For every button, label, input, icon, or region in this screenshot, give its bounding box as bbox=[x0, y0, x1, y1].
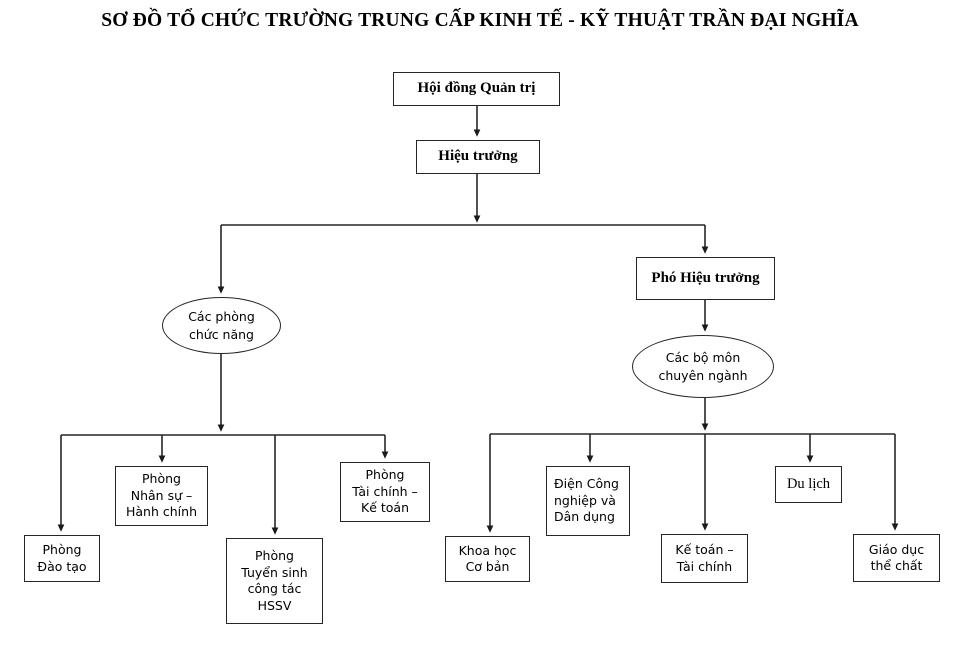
node-label-line: Phó Hiệu trưởng bbox=[651, 269, 760, 286]
node-ke-toan-tai-chinh[interactable]: Kế toán – Tài chính bbox=[661, 534, 748, 583]
node-label-line: HSSV bbox=[257, 597, 292, 613]
node-hoi-dong-quan-tri[interactable]: Hội đồng Quản trị bbox=[393, 72, 560, 106]
node-label-line: nghiệp và bbox=[554, 492, 616, 508]
node-label-line: Cơ bản bbox=[465, 559, 510, 574]
node-label-line: Các phòng bbox=[188, 309, 255, 324]
node-label-line: Phòng bbox=[365, 467, 405, 483]
node-label-line: Tài chính bbox=[676, 558, 733, 574]
node-giao-duc-the-chat[interactable]: Giáo dục thể chất bbox=[853, 534, 940, 582]
node-label-line: thể chất bbox=[870, 558, 923, 573]
node-pho-hieu-truong[interactable]: Phó Hiệu trưởng bbox=[636, 257, 775, 300]
node-label-line: Phòng bbox=[42, 542, 82, 557]
node-dien-cong-nghiep-va-dan-dung[interactable]: Điện Công nghiệp và Dân dụng bbox=[546, 466, 630, 536]
node-label-line: Kế toán bbox=[361, 500, 409, 516]
node-khoa-hoc-co-ban[interactable]: Khoa học Cơ bản bbox=[445, 536, 530, 582]
node-cac-bo-mon-chuyen-nganh[interactable]: Các bộ môn chuyên ngành bbox=[632, 335, 774, 398]
node-phong-dao-tao[interactable]: Phòng Đào tạo bbox=[24, 535, 100, 582]
node-label-line: chức năng bbox=[188, 326, 254, 342]
node-label-line: Dân dụng bbox=[554, 509, 615, 525]
node-label-line: Tuyển sinh bbox=[241, 564, 308, 580]
node-du-lich[interactable]: Du lịch bbox=[775, 466, 842, 503]
node-label-line: Khoa học bbox=[458, 542, 517, 558]
node-label-line: Hội đồng Quản trị bbox=[417, 80, 536, 97]
node-cac-phong-chuc-nang[interactable]: Các phòng chức năng bbox=[162, 297, 281, 354]
node-label-line: Hành chính bbox=[126, 504, 197, 520]
node-label-line: Giáo dục bbox=[868, 541, 925, 557]
node-phong-tai-chinh-ke-toan[interactable]: Phòng Tài chính – Kế toán bbox=[340, 462, 430, 522]
node-label-line: công tác bbox=[247, 581, 302, 596]
node-label-line: Nhân sự – bbox=[130, 487, 193, 503]
node-hieu-truong[interactable]: Hiệu trưởng bbox=[416, 140, 540, 174]
node-phong-nhan-su-hanh-chinh[interactable]: Phòng Nhân sự – Hành chính bbox=[115, 466, 208, 526]
node-phong-tuyen-sinh-cong-tac-hssv[interactable]: Phòng Tuyển sinh công tác HSSV bbox=[226, 538, 323, 624]
node-label-line: Phòng bbox=[255, 548, 294, 563]
node-label-line: Điện Công bbox=[554, 476, 619, 492]
node-label-line: chuyên ngành bbox=[658, 367, 748, 383]
node-label-line: Phòng bbox=[142, 471, 181, 487]
node-label-line: Đào tạo bbox=[37, 558, 87, 574]
node-label-line: Hiệu trưởng bbox=[438, 148, 518, 165]
node-label-line: Các bộ môn bbox=[665, 350, 741, 365]
node-label-line: Kế toán – bbox=[675, 542, 734, 557]
node-label-line: Tài chính – bbox=[352, 483, 418, 499]
node-label-line: Du lịch bbox=[786, 475, 831, 492]
page-title: SƠ ĐỒ TỔ CHỨC TRƯỜNG TRUNG CẤP KINH TẾ -… bbox=[101, 10, 859, 31]
